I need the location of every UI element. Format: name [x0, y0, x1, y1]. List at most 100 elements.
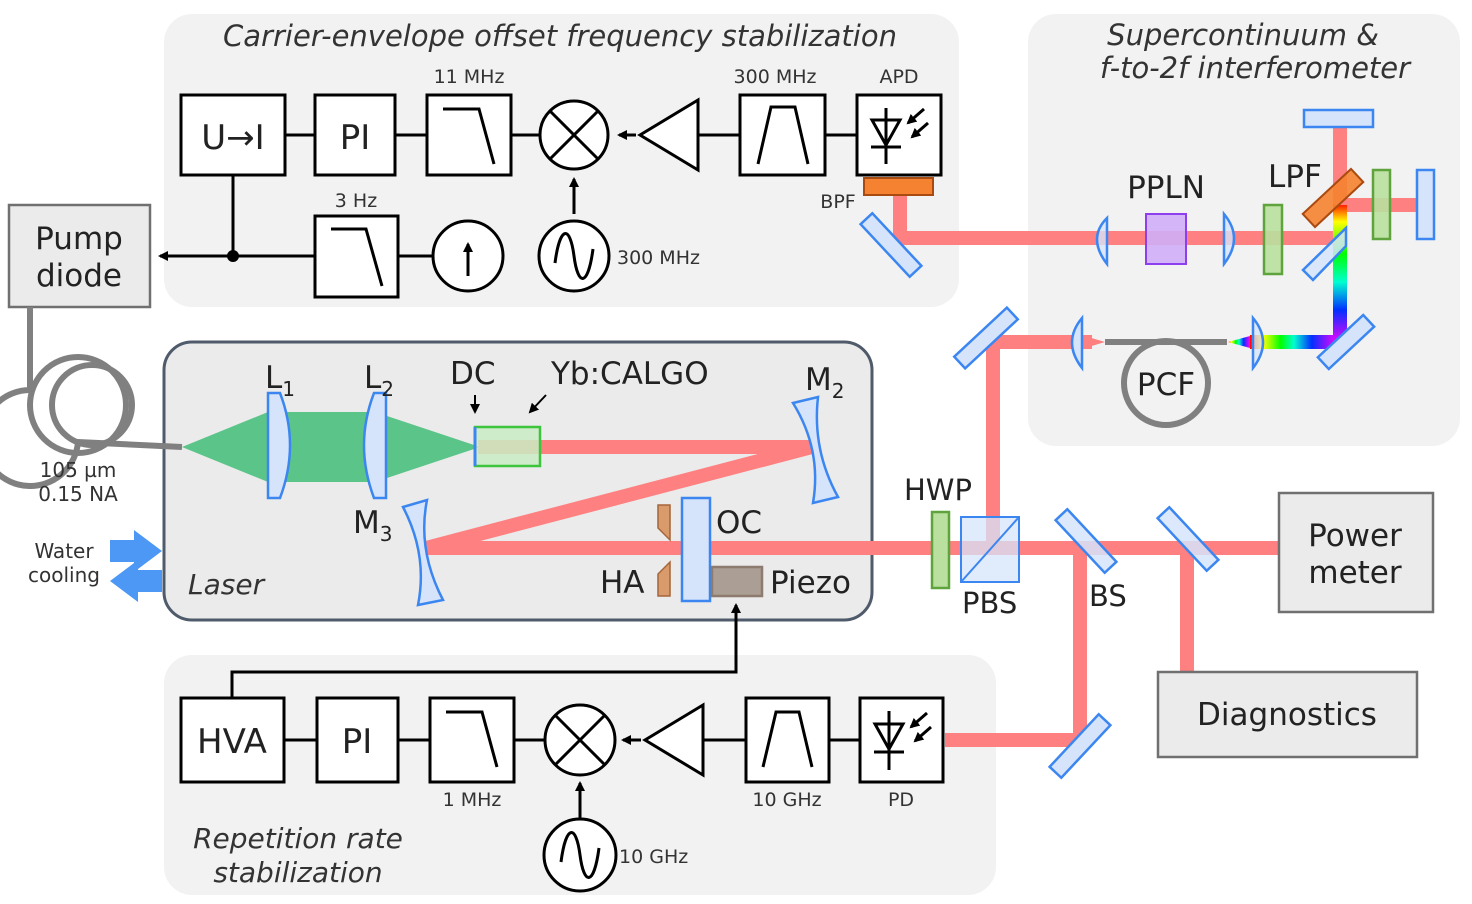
- slow-lowpass-freq: 3 Hz: [335, 190, 377, 212]
- apd-label: APD: [879, 66, 918, 88]
- pump-fiber-coil: [0, 307, 183, 489]
- ceo-panel-title: Carrier-envelope offset frequency stabil…: [223, 19, 897, 53]
- ceo-bandpass-freq: 300 MHz: [734, 66, 817, 88]
- lens-after-ppln: [1222, 210, 1236, 268]
- diagnostics-label: Diagnostics: [1197, 697, 1377, 733]
- lens-l2: [362, 391, 388, 500]
- u-to-i-label: U→I: [201, 118, 264, 158]
- ceo-pi-label: PI: [340, 118, 371, 158]
- steering-mirror-sc: [952, 305, 1020, 371]
- water-cooling-arrows: [110, 530, 162, 602]
- hwp-label: HWP: [904, 473, 972, 507]
- l2-label: L2: [364, 360, 394, 401]
- pcf-coil: [1121, 338, 1211, 428]
- pump-beam: [182, 412, 480, 482]
- crystal-pointer-arrow-icon: [528, 394, 547, 414]
- rep-pi-label: PI: [342, 722, 373, 762]
- ceo-pi-controller: [313, 93, 397, 177]
- mirror-sc-turn: [1316, 313, 1376, 371]
- junction-dot: [227, 250, 239, 262]
- hard-aperture-upper: [657, 504, 671, 542]
- pcf-label: PCF: [1137, 367, 1195, 403]
- pickoff-mirror: [1155, 505, 1221, 573]
- bandpass-optical-filter: [863, 177, 934, 196]
- ppln-label: PPLN: [1127, 170, 1205, 206]
- fiber-na-label: 0.15 NA: [38, 482, 118, 506]
- supercontinuum-beam-vertical: [1333, 205, 1347, 345]
- sine-wave-icon: [553, 232, 595, 280]
- bpf-label: BPF: [820, 191, 855, 213]
- sine-wave-icon: [559, 831, 601, 879]
- lowpass-icon: [443, 107, 496, 165]
- pump-diode-label-line2: diode: [36, 258, 122, 294]
- pump-diode-label-line1: Pump: [35, 221, 123, 257]
- oc-label: OC: [716, 505, 762, 541]
- lens-before-ppln: [1095, 214, 1109, 268]
- output-coupler: [680, 496, 712, 603]
- coupling-lens-pcf: [1070, 314, 1084, 372]
- m3-label: M3: [353, 505, 392, 546]
- end-mirror-right: [1415, 168, 1436, 241]
- power-meter-label-line1: Power: [1308, 518, 1402, 554]
- end-mirror-top: [1302, 108, 1375, 129]
- rep-panel-title-line2: stabilization: [213, 856, 382, 889]
- water-out-arrow-icon: [110, 560, 162, 602]
- sc-panel-title-line2: f-to-2f interferometer: [1100, 51, 1412, 85]
- pd-label: PD: [888, 789, 914, 811]
- lowpass-icon: [331, 227, 384, 287]
- pump-diode-box: [7, 203, 152, 309]
- ha-label: HA: [600, 565, 645, 601]
- hva-label: HVA: [197, 722, 267, 762]
- mirror-to-pd: [1047, 712, 1113, 780]
- pbs-label: PBS: [962, 586, 1017, 620]
- lpf-label: LPF: [1268, 159, 1322, 195]
- high-voltage-amplifier: [179, 696, 286, 784]
- long-pass-filter: [1301, 167, 1365, 229]
- ceo-electronics: U→I PI 11 MHz 300 MHz APD BPF 3 Hz 3: [158, 66, 943, 299]
- photodiode-icon: [872, 711, 932, 770]
- power-meter-label-line2: meter: [1308, 555, 1401, 591]
- wave-plate-sc: [1262, 203, 1284, 276]
- ceo-lowpass-filter: [425, 93, 513, 177]
- bs-label: BS: [1089, 579, 1127, 613]
- crystal-label: Yb:CALGO: [550, 356, 709, 392]
- water-cooling-label-line1: Water: [34, 539, 94, 563]
- bandpass-icon: [761, 710, 814, 768]
- wave-plate-arm: [1371, 168, 1392, 241]
- cavity-beam-diagonal: [424, 440, 814, 555]
- ppln-crystal: [1145, 213, 1187, 265]
- photodiode-icon: [869, 107, 929, 164]
- mirror-m2: [791, 395, 840, 505]
- rep-pi-controller: [315, 696, 400, 784]
- diagnostics-box: [1156, 670, 1419, 759]
- rep-amplifier: [642, 702, 705, 778]
- pd-detector: [858, 696, 945, 784]
- mirror-m3: [401, 498, 445, 607]
- laser-panel-title: Laser: [188, 568, 266, 601]
- water-in-arrow-icon: [110, 530, 162, 572]
- power-meter-box: [1277, 491, 1435, 614]
- apd-detector: [855, 93, 943, 177]
- rep-bandpass-freq: 10 GHz: [752, 789, 821, 811]
- ceo-oscillator-freq: 300 MHz: [617, 247, 700, 269]
- rep-panel-title-line1: Repetition rate: [193, 822, 403, 855]
- mirror-to-apd: [858, 211, 924, 279]
- beam-splitter: [1053, 507, 1119, 575]
- hard-aperture-lower: [657, 560, 671, 597]
- supercontinuum-beam-horizontal: [1250, 335, 1338, 349]
- rep-lowpass-freq: 1 MHz: [443, 789, 502, 811]
- fiber-core-label: 105 µm: [40, 458, 117, 482]
- rep-oscillator-freq: 10 GHz: [619, 846, 688, 868]
- lowpass-icon: [446, 710, 499, 768]
- collimating-lens-pcf: [1251, 314, 1265, 372]
- m2-label: M2: [805, 362, 844, 403]
- piezo-label: Piezo: [770, 565, 851, 601]
- laser-beams: [182, 128, 1420, 747]
- dc-label: DC: [450, 356, 496, 392]
- l1-label: L1: [265, 360, 295, 401]
- yb-calgo-crystal: [473, 425, 542, 468]
- sc-panel-title-line1: Supercontinuum &: [1107, 18, 1379, 52]
- voltage-to-current-converter: [179, 93, 287, 177]
- ceo-amplifier: [637, 97, 700, 173]
